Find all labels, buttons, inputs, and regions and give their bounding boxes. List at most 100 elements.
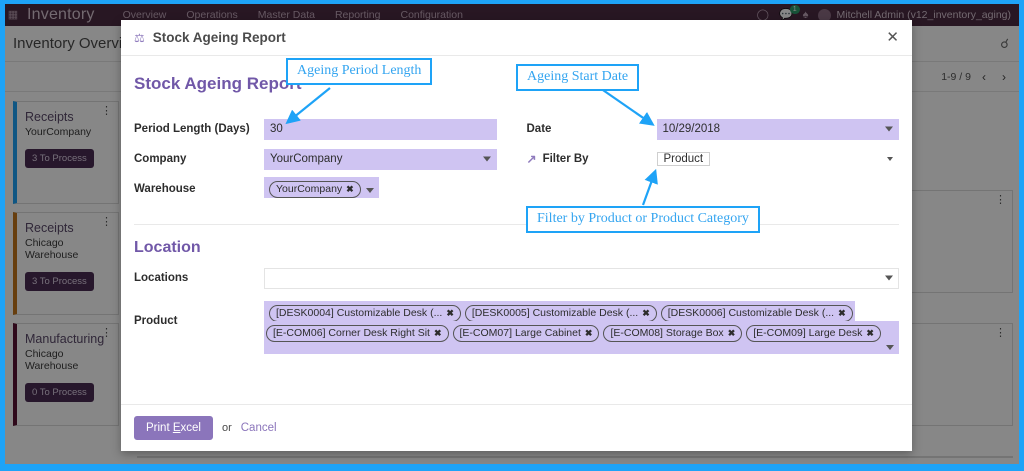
remove-tag-icon[interactable]: ✖ (584, 328, 593, 338)
chevron-left-icon[interactable]: ‹ (982, 69, 986, 84)
close-icon[interactable]: ✕ (886, 29, 899, 46)
card-action-button[interactable]: 0 To Process (25, 383, 94, 402)
card-subtitle: Chicago Warehouse (25, 348, 79, 372)
print-excel-button[interactable]: Print Excel (134, 416, 213, 440)
remove-tag-icon[interactable]: ✖ (866, 328, 874, 338)
search-icon[interactable]: ☌ (1000, 35, 1009, 51)
annotation-text: Ageing Start Date (516, 64, 640, 91)
tag-item[interactable]: [E-COM07] Large Cabinet✖ (452, 325, 600, 342)
tag-label: [E-COM07] Large Cabinet (459, 327, 581, 339)
annotation-start-date: Ageing Start Date (516, 64, 640, 91)
kebab-menu-icon[interactable]: ⋮ (101, 216, 112, 228)
dialog-title: Stock Ageing Report (152, 30, 286, 45)
kebab-menu-icon[interactable]: ⋮ (995, 194, 1006, 206)
filter-by-select[interactable]: Product (656, 152, 711, 166)
locations-label: Locations (134, 272, 189, 284)
kanban-card-placeholder-3[interactable] (137, 456, 1013, 458)
chevron-down-icon[interactable] (482, 156, 491, 162)
company-field[interactable]: YourCompany (264, 148, 497, 170)
period-length-input[interactable]: 30 (264, 118, 497, 140)
card-title: Receipts (25, 110, 74, 124)
nav-item-operations[interactable]: Operations (186, 9, 238, 21)
company-label: Company (134, 153, 187, 165)
filter-by-field[interactable]: Product (656, 149, 900, 169)
nav-item-overview[interactable]: Overview (122, 9, 167, 21)
tag-item[interactable]: [E-COM08] Storage Box✖ (603, 325, 743, 342)
annotation-filter-by: Filter by Product or Product Category (526, 206, 760, 233)
date-input[interactable]: 10/29/2018 (656, 118, 899, 140)
nav-item-reporting[interactable]: Reporting (334, 9, 381, 21)
warehouse-tagbox[interactable]: YourCompany✖ (264, 177, 379, 198)
tag-item[interactable]: [DESK0005] Customizable Desk (...✖ (464, 305, 657, 322)
kebab-menu-icon[interactable]: ⋮ (995, 327, 1006, 339)
dialog-body: Stock Ageing Report Period Length (Days)… (121, 56, 912, 404)
kebab-menu-icon[interactable]: ⋮ (101, 105, 112, 117)
card-action-button[interactable]: 3 To Process (25, 149, 94, 168)
kanban-card-manufacturing-chicago[interactable]: ⋮ Manufacturing Chicago Warehouse 0 To P… (13, 323, 119, 426)
tag-item[interactable]: [E-COM06] Corner Desk Right Sit✖ (266, 325, 449, 342)
user-menu[interactable]: Mitchell Admin (v12_inventory_aging) (818, 8, 1011, 22)
chat-badge: 1 (789, 4, 800, 14)
nav-item-master-data[interactable]: Master Data (257, 9, 315, 21)
period-length-field[interactable]: 30 (264, 118, 497, 140)
chevron-down-icon[interactable] (885, 275, 893, 281)
product-row: Product [DESK0004] Customizable Desk (..… (134, 301, 899, 354)
filter-by-label: Filter By (542, 153, 589, 165)
remove-tag-icon[interactable]: ✖ (838, 308, 846, 318)
date-field[interactable]: 10/29/2018 (656, 118, 899, 140)
or-text: or (221, 422, 232, 434)
external-link-icon[interactable]: ↗ (526, 152, 537, 166)
kanban-card-receipts-yourcompany[interactable]: ⋮ Receipts YourCompany 3 To Process (13, 101, 119, 204)
remove-tag-icon[interactable]: ✖ (433, 328, 442, 338)
section-divider (134, 224, 899, 225)
chevron-down-icon[interactable] (885, 345, 894, 350)
tag-item[interactable]: YourCompany✖ (269, 181, 361, 198)
user-name: Mitchell Admin (v12_inventory_aging) (836, 9, 1011, 21)
breadcrumb[interactable]: Inventory Overview (13, 35, 142, 52)
pager-count: 1-9 / 9 (941, 70, 971, 83)
annotation-text: Filter by Product or Product Category (526, 206, 760, 233)
kanban-card-receipts-chicago[interactable]: ⋮ Receipts Chicago Warehouse 3 To Proces… (13, 212, 119, 315)
nav-item-configuration[interactable]: Configuration (400, 9, 463, 21)
remove-tag-icon[interactable]: ✖ (346, 184, 354, 194)
remove-tag-icon[interactable]: ✖ (727, 328, 736, 338)
activity-icon[interactable]: ♠ (802, 8, 809, 21)
kebab-menu-icon[interactable]: ⋮ (101, 327, 112, 339)
tag-label: [E-COM09] Large Desk (753, 327, 863, 339)
tag-item[interactable]: [E-COM09] Large Desk✖ (746, 325, 881, 342)
tag-label: [E-COM08] Storage Box (610, 327, 724, 339)
chevron-down-icon[interactable] (885, 126, 893, 132)
fields-grid: Period Length (Days) 30 Company YourComp… (134, 118, 899, 208)
app-brand[interactable]: Inventory (27, 6, 95, 23)
clock-icon[interactable]: ◯ (756, 8, 769, 21)
chevron-down-icon[interactable] (887, 157, 893, 161)
tag-label: [E-COM06] Corner Desk Right Sit (273, 327, 430, 339)
tag-item[interactable]: [DESK0004] Customizable Desk (...✖ (269, 305, 461, 322)
tag-label: [DESK0005] Customizable Desk (... (471, 307, 639, 319)
card-title: Receipts (25, 221, 74, 235)
card-subtitle: YourCompany (25, 126, 92, 138)
product-field[interactable]: [DESK0004] Customizable Desk (...✖[DESK0… (264, 301, 899, 354)
remove-tag-icon[interactable]: ✖ (446, 308, 454, 318)
remove-tag-icon[interactable]: ✖ (642, 308, 650, 318)
sheet-title: Stock Ageing Report (134, 74, 302, 93)
annotation-period-length: Ageing Period Length (286, 58, 433, 85)
chevron-right-icon[interactable]: › (1002, 69, 1006, 84)
chevron-down-icon[interactable] (365, 188, 374, 193)
warehouse-field[interactable]: YourCompany✖ (264, 177, 497, 199)
dialog-header: ⚖ Stock Ageing Report ✕ (121, 20, 912, 56)
tag-item[interactable]: [DESK0006] Customizable Desk (...✖ (660, 305, 853, 322)
locations-input[interactable] (264, 267, 899, 289)
date-row: Date 10/29/2018 (527, 118, 899, 140)
period-length-row: Period Length (Days) 30 (134, 118, 497, 140)
card-action-button[interactable]: 3 To Process (25, 272, 94, 291)
warehouse-row: Warehouse YourCompany✖ (134, 177, 497, 200)
apps-grid-icon[interactable]: ▦ (7, 8, 19, 21)
company-input[interactable]: YourCompany (264, 148, 497, 170)
product-tagbox[interactable]: [DESK0004] Customizable Desk (...✖[DESK0… (264, 301, 899, 354)
cancel-button[interactable]: Cancel (240, 422, 277, 434)
locations-field[interactable] (264, 267, 899, 289)
chat-bubble-icon[interactable]: 💬1 (779, 4, 800, 21)
fields-column-left: Period Length (Days) 30 Company YourComp… (134, 118, 517, 208)
